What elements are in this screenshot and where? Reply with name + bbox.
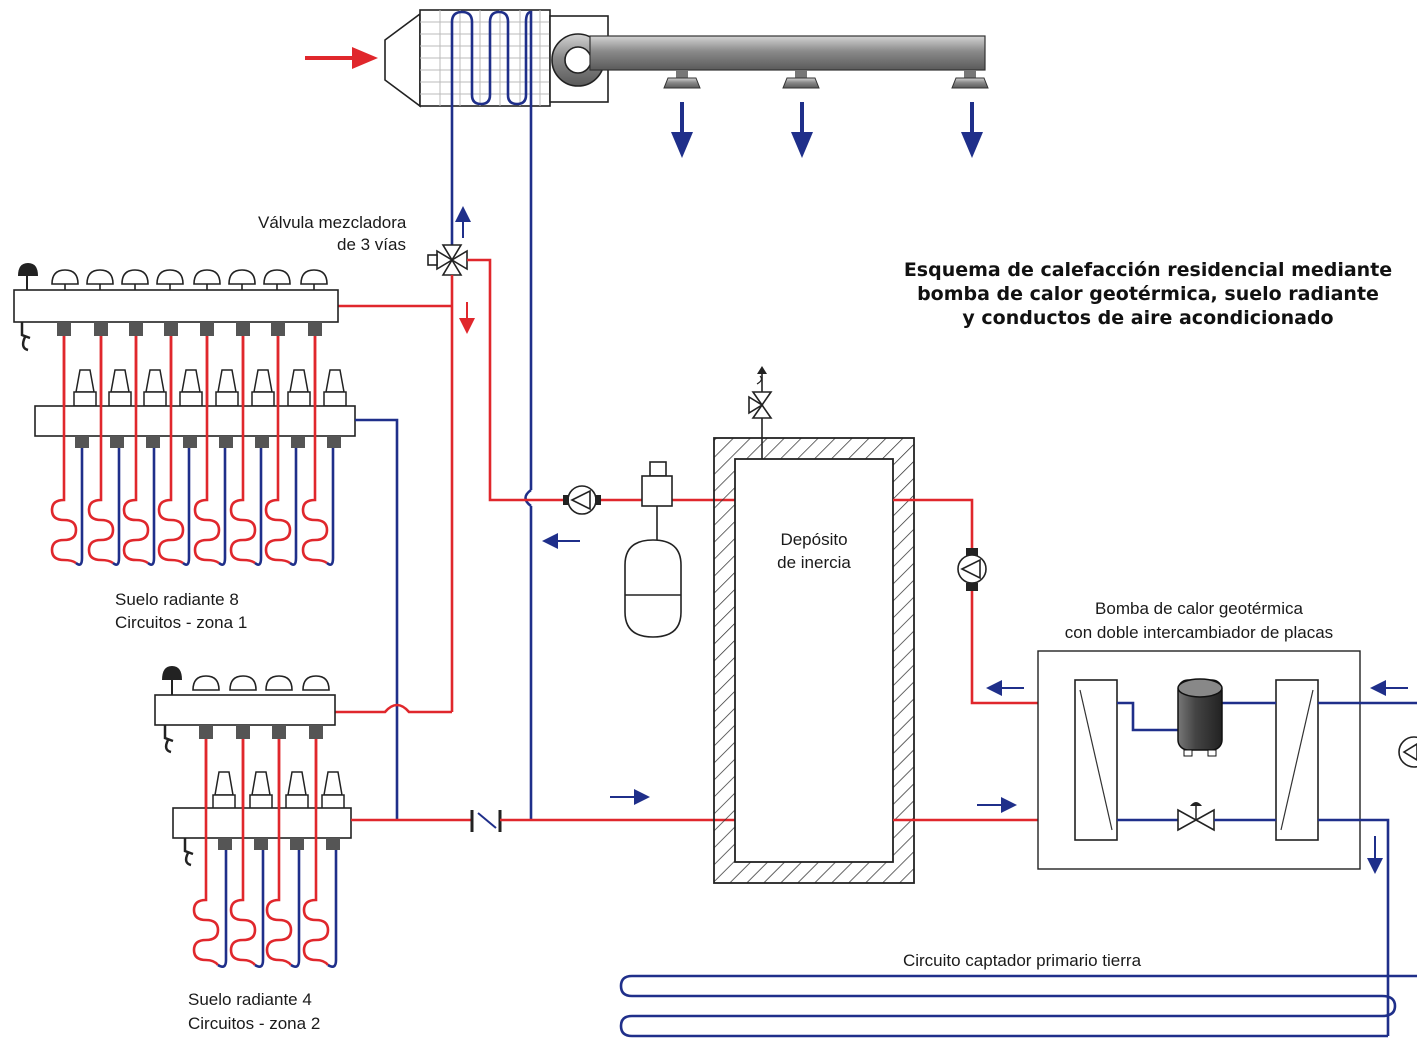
supply-outlets bbox=[57, 322, 322, 336]
diagram-title: Esquema de calefacción residencial media… bbox=[904, 259, 1392, 329]
diffuser-2 bbox=[782, 70, 820, 89]
title-line-3: y conductos de aire acondicionado bbox=[962, 307, 1333, 329]
pump-icon bbox=[957, 548, 987, 591]
expansion-valve-icon bbox=[1177, 802, 1215, 832]
zone1-loops bbox=[50, 336, 335, 566]
title-line-1: Esquema de calefacción residencial media… bbox=[904, 259, 1392, 281]
ground-loop-label: Circuito captador primario tierra bbox=[903, 951, 1142, 970]
ground-loop bbox=[619, 974, 1417, 1038]
zone2-loops bbox=[192, 739, 338, 968]
title-line-2: bomba de calor geotérmica, suelo radiant… bbox=[917, 283, 1379, 305]
zone2-label-2: Circuitos - zona 2 bbox=[188, 1014, 320, 1033]
tank-label-2: de inercia bbox=[777, 553, 851, 572]
heatpump-label: Bomba de calor geotérmica bbox=[1095, 599, 1303, 618]
expansion-vessel-icon bbox=[624, 539, 682, 638]
inertia-tank bbox=[713, 366, 915, 884]
air-vent-icon bbox=[162, 666, 182, 696]
valve-label: Válvula mezcladora bbox=[258, 213, 407, 232]
diffuser-1 bbox=[663, 70, 701, 89]
pump-icon bbox=[563, 485, 601, 515]
compressor-icon bbox=[1177, 678, 1223, 757]
zone1-label-2: Circuitos - zona 1 bbox=[115, 613, 247, 632]
zone1-label: Suelo radiante 8 bbox=[115, 590, 239, 609]
air-duct bbox=[589, 35, 986, 71]
manifold-zone-2 bbox=[154, 666, 452, 867]
heatpump-label-2: con doble intercambiador de placas bbox=[1065, 623, 1333, 642]
pump-icon bbox=[1398, 736, 1417, 768]
heat-pump bbox=[1037, 650, 1361, 870]
three-way-valve bbox=[427, 244, 468, 276]
air-separator bbox=[641, 461, 673, 540]
zone2-label: Suelo radiante 4 bbox=[188, 990, 312, 1009]
air-handling-unit bbox=[305, 9, 989, 158]
valve-label-2: de 3 vías bbox=[337, 235, 406, 254]
flow-meters bbox=[73, 369, 347, 407]
airflow-arrows bbox=[671, 102, 983, 158]
manifold-zone-1 bbox=[13, 263, 452, 820]
check-valve-icon bbox=[470, 810, 502, 832]
drain-tap-icon bbox=[20, 322, 31, 352]
actuator-caps bbox=[51, 269, 328, 290]
plate-exchanger-2 bbox=[1275, 679, 1319, 841]
air-vent-icon bbox=[18, 263, 38, 290]
supply-arrow-icon bbox=[305, 47, 378, 69]
tank-label: Depósito bbox=[780, 530, 847, 549]
heating-coil bbox=[420, 10, 550, 106]
safety-valve-icon bbox=[748, 366, 773, 419]
diffuser-3 bbox=[951, 70, 989, 89]
plate-exchanger-1 bbox=[1074, 679, 1118, 841]
